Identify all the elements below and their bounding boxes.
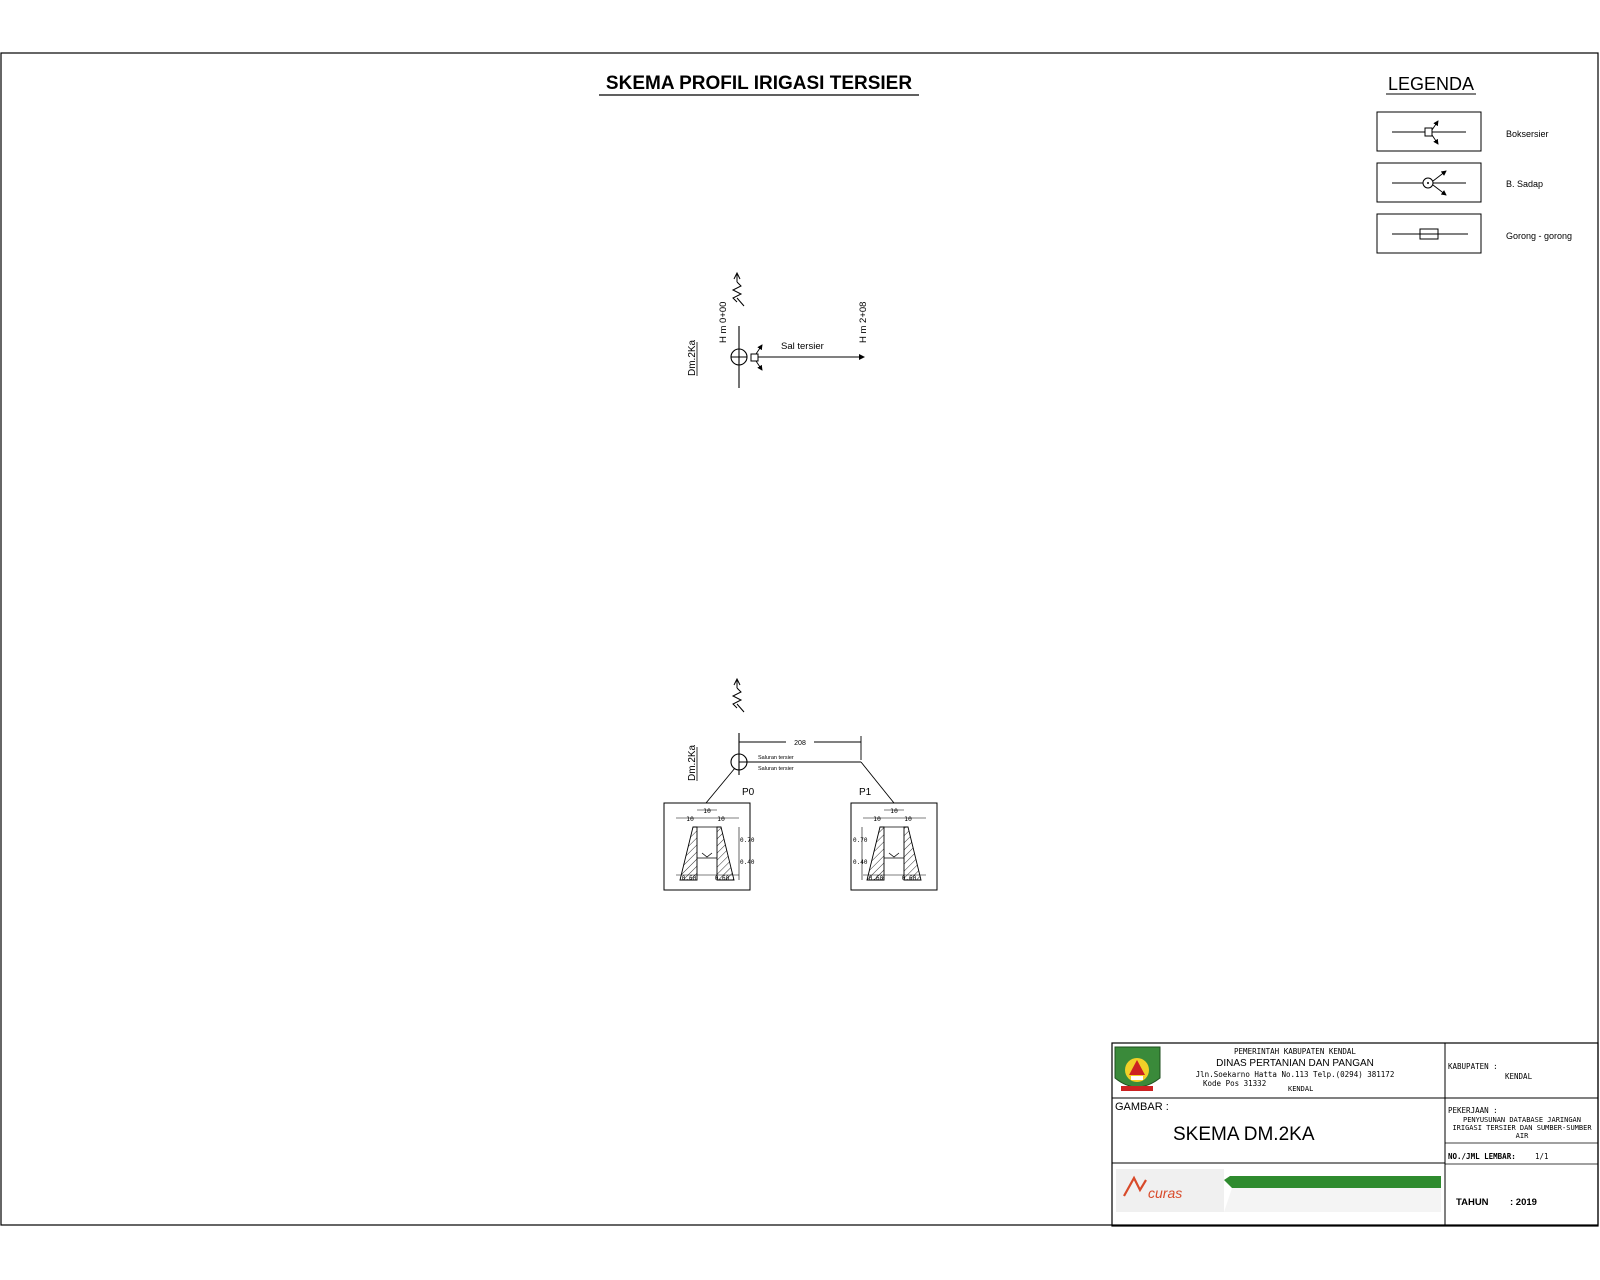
origin-label: Dm.2Ka: [687, 744, 698, 781]
end-station-label: H m 2+08: [858, 302, 869, 343]
channel-label-2: Saluran tersier: [758, 766, 794, 772]
svg-text:10: 10: [873, 815, 881, 823]
channel-label: Sal tersier: [781, 341, 824, 352]
consultant-logo: curas: [1116, 1169, 1441, 1212]
svg-text:10: 10: [686, 815, 694, 823]
svg-text:0.40: 0.40: [740, 859, 755, 866]
point-label-p0: P0: [742, 787, 755, 798]
legend-item-label: B. Sadap: [1506, 179, 1543, 189]
gambar-value: SKEMA DM.2KA: [1173, 1124, 1315, 1145]
cross-section-p0: 10 10 10 0.70 0.40 0.60 0.60: [663, 802, 755, 891]
pekerjaan-label: PEKERJAAN :: [1448, 1106, 1498, 1115]
legend-item-culvert: Gorong - gorong: [1376, 213, 1572, 254]
agency-city: KENDAL: [1288, 1085, 1313, 1093]
origin-label: Dm.2Ka: [687, 339, 698, 376]
tahun-label: TAHUN: [1456, 1197, 1489, 1208]
agency-postal: Kode Pos 31332: [1203, 1079, 1266, 1088]
cross-section-p1: 10 10 10 0.70 0.40 0.60 0.60: [850, 802, 938, 891]
gambar-label: GAMBAR :: [1115, 1101, 1169, 1113]
north-arrow-icon: [731, 271, 745, 307]
lembar-value: 1/1: [1535, 1152, 1549, 1161]
lembar-label: NO./JML LEMBAR:: [1448, 1152, 1516, 1161]
start-station-label: H m 0+00: [718, 302, 729, 343]
channel-label-1: Saluran tersier: [758, 755, 794, 761]
culvert-icon: [1419, 228, 1439, 240]
svg-text:0.60: 0.60: [682, 875, 697, 882]
regency-emblem-icon: [1114, 1046, 1161, 1091]
agency-address: Jln.Soekarno Hatta No.113 Telp.(0294) 38…: [1196, 1070, 1395, 1079]
kabupaten-label: KABUPATEN :: [1448, 1062, 1498, 1071]
box-tersier: [750, 353, 759, 362]
tertiary-schema: Sal tersier H m 0+00 H m 2+08 Dm.2Ka: [687, 271, 869, 388]
legend-item-box: Boksersier: [1376, 111, 1549, 152]
legend-item-label: Gorong - gorong: [1506, 231, 1572, 241]
agency-name: DINAS PERTANIAN DAN PANGAN: [1216, 1058, 1374, 1069]
pekerjaan-line-3: AIR: [1516, 1132, 1529, 1140]
svg-text:10: 10: [890, 807, 898, 815]
north-arrow-icon: [731, 677, 745, 713]
svg-text:0.70: 0.70: [740, 837, 755, 844]
svg-text:0.60: 0.60: [902, 875, 917, 882]
legend-item-label: Boksersier: [1506, 129, 1549, 139]
svg-text:0.40: 0.40: [853, 859, 868, 866]
legend-heading: LEGENDA: [1388, 74, 1474, 94]
tahun-value: : 2019: [1510, 1197, 1537, 1208]
pekerjaan-line-1: PENYUSUNAN DATABASE JARINGAN: [1463, 1116, 1581, 1124]
legend-item-sadap: B. Sadap: [1376, 162, 1543, 203]
box-icon: [1424, 127, 1433, 137]
tertiary-profile: 208 Saluran tersier Saluran tersier Dm.2…: [663, 677, 938, 891]
sheet-border: [0, 52, 1599, 1226]
svg-text:0.60: 0.60: [869, 875, 884, 882]
svg-text:0.70: 0.70: [853, 837, 868, 844]
svg-text:10: 10: [717, 815, 725, 823]
distance-label: 208: [794, 740, 806, 747]
svg-text:10: 10: [703, 807, 711, 815]
gov-name: PEMERINTAH KABUPATEN KENDAL: [1234, 1047, 1356, 1056]
svg-text:0.60: 0.60: [715, 875, 730, 882]
svg-text:10: 10: [904, 815, 912, 823]
kabupaten-value: KENDAL: [1505, 1072, 1533, 1081]
title-block: PEMERINTAH KABUPATEN KENDAL DINAS PERTAN…: [1111, 1042, 1599, 1227]
page-title: SKEMA PROFIL IRIGASI TERSIER: [606, 73, 912, 94]
consultant-logo-text: curas: [1148, 1185, 1182, 1201]
legend: LEGENDA Boksersier B. Sadap Gorong -: [1376, 74, 1572, 254]
point-label-p1: P1: [859, 787, 872, 798]
pekerjaan-line-2: IRIGASI TERSIER DAN SUMBER-SUMBER: [1452, 1124, 1592, 1132]
